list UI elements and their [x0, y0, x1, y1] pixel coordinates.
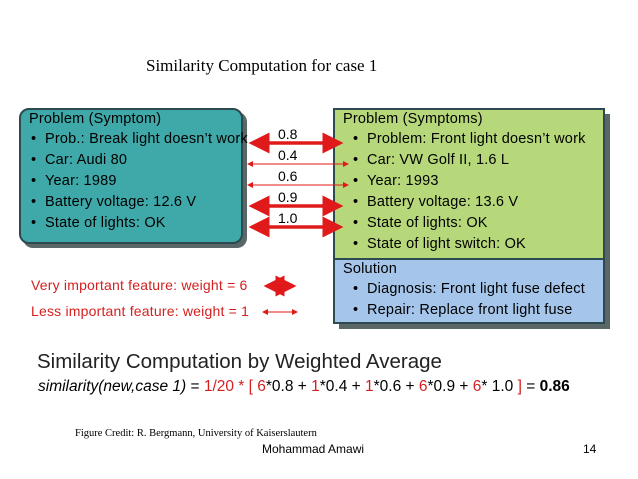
new-problem-item: Year: 1993 — [343, 171, 603, 192]
new-problem-item: State of light switch: OK — [343, 234, 603, 255]
solution-item: Diagnosis: Front light fuse defect — [343, 279, 603, 300]
formula-part: *0.6 + — [373, 378, 419, 395]
new-problem-item: Problem: Front light doesn’t work — [343, 129, 603, 150]
solution-list: Diagnosis: Front light fuse defect Repai… — [343, 279, 603, 321]
legend-very-important: Very important feature: weight = 6 — [31, 277, 248, 293]
case-problem-box: Problem (Symptom) Prob.: Break light doe… — [19, 108, 248, 244]
new-problem-item: Car: VW Golf II, 1.6 L — [343, 150, 603, 171]
case-problem-list: Prob.: Break light doesn’t work Car: Aud… — [29, 129, 248, 234]
formula-part: 6 — [418, 378, 428, 395]
formula-part: similarity(new,case 1) — [38, 378, 187, 395]
solution-heading: Solution — [343, 261, 397, 277]
similarity-value: 0.9 — [278, 189, 298, 205]
figure-credit: Figure Credit: R. Bergmann, University o… — [75, 428, 317, 439]
similarity-value: 0.4 — [278, 147, 298, 163]
formula-part: 6 — [257, 378, 266, 395]
similarity-value: 1.0 — [278, 210, 298, 226]
formula-result: 0.86 — [539, 378, 570, 395]
case-problem-item: Battery voltage: 12.6 V — [29, 192, 241, 213]
formula-part: = — [521, 378, 540, 395]
formula-part: 1 — [365, 378, 374, 395]
author-name: Mohammad Amawi — [262, 442, 365, 456]
similarity-value: 0.6 — [278, 168, 298, 184]
weighted-average-title: Similarity Computation by Weighted Avera… — [37, 350, 442, 373]
case-problem-item: State of lights: OK — [29, 213, 241, 234]
similarity-value: 0.8 — [278, 126, 298, 142]
case-problem-item: Prob.: Break light doesn’t work — [29, 129, 248, 150]
new-problem-box: Problem (Symptoms) Problem: Front light … — [333, 108, 605, 258]
box-shadow-right — [605, 114, 610, 329]
formula-part: *0.4 + — [319, 378, 366, 395]
legend-less-important: Less important feature: weight = 1 — [31, 303, 250, 319]
formula-part: *0.8 + — [265, 378, 312, 395]
new-problem-list: Problem: Front light doesn’t work Car: V… — [343, 129, 603, 255]
slide-title: Similarity Computation for case 1 — [146, 56, 378, 75]
formula-part: 1 — [311, 378, 320, 395]
new-problem-heading: Problem (Symptoms) — [343, 111, 483, 127]
formula-part: 6 — [472, 378, 482, 395]
formula-part: * 1.0 — [481, 378, 518, 395]
case-problem-item: Car: Audi 80 — [29, 150, 241, 171]
case-problem-heading: Problem (Symptom) — [29, 111, 162, 127]
solution-item: Repair: Replace front light fuse — [343, 300, 603, 321]
formula-part: *0.9 + — [427, 378, 473, 395]
page-number: 14 — [583, 442, 597, 456]
box-shadow-bottom — [339, 324, 610, 329]
formula-part: 1/20 — [203, 378, 234, 395]
new-problem-item: State of lights: OK — [343, 213, 603, 234]
formula-part: * [ — [234, 378, 258, 395]
new-problem-item: Battery voltage: 13.6 V — [343, 192, 603, 213]
solution-box: Solution Diagnosis: Front light fuse def… — [333, 258, 605, 324]
case-problem-item: Year: 1989 — [29, 171, 241, 192]
formula-part: ] — [517, 378, 522, 395]
similarity-formula: similarity(new,case 1) = 1/20 * [ 6*0.8 … — [38, 378, 570, 396]
formula-part: = — [186, 378, 204, 395]
